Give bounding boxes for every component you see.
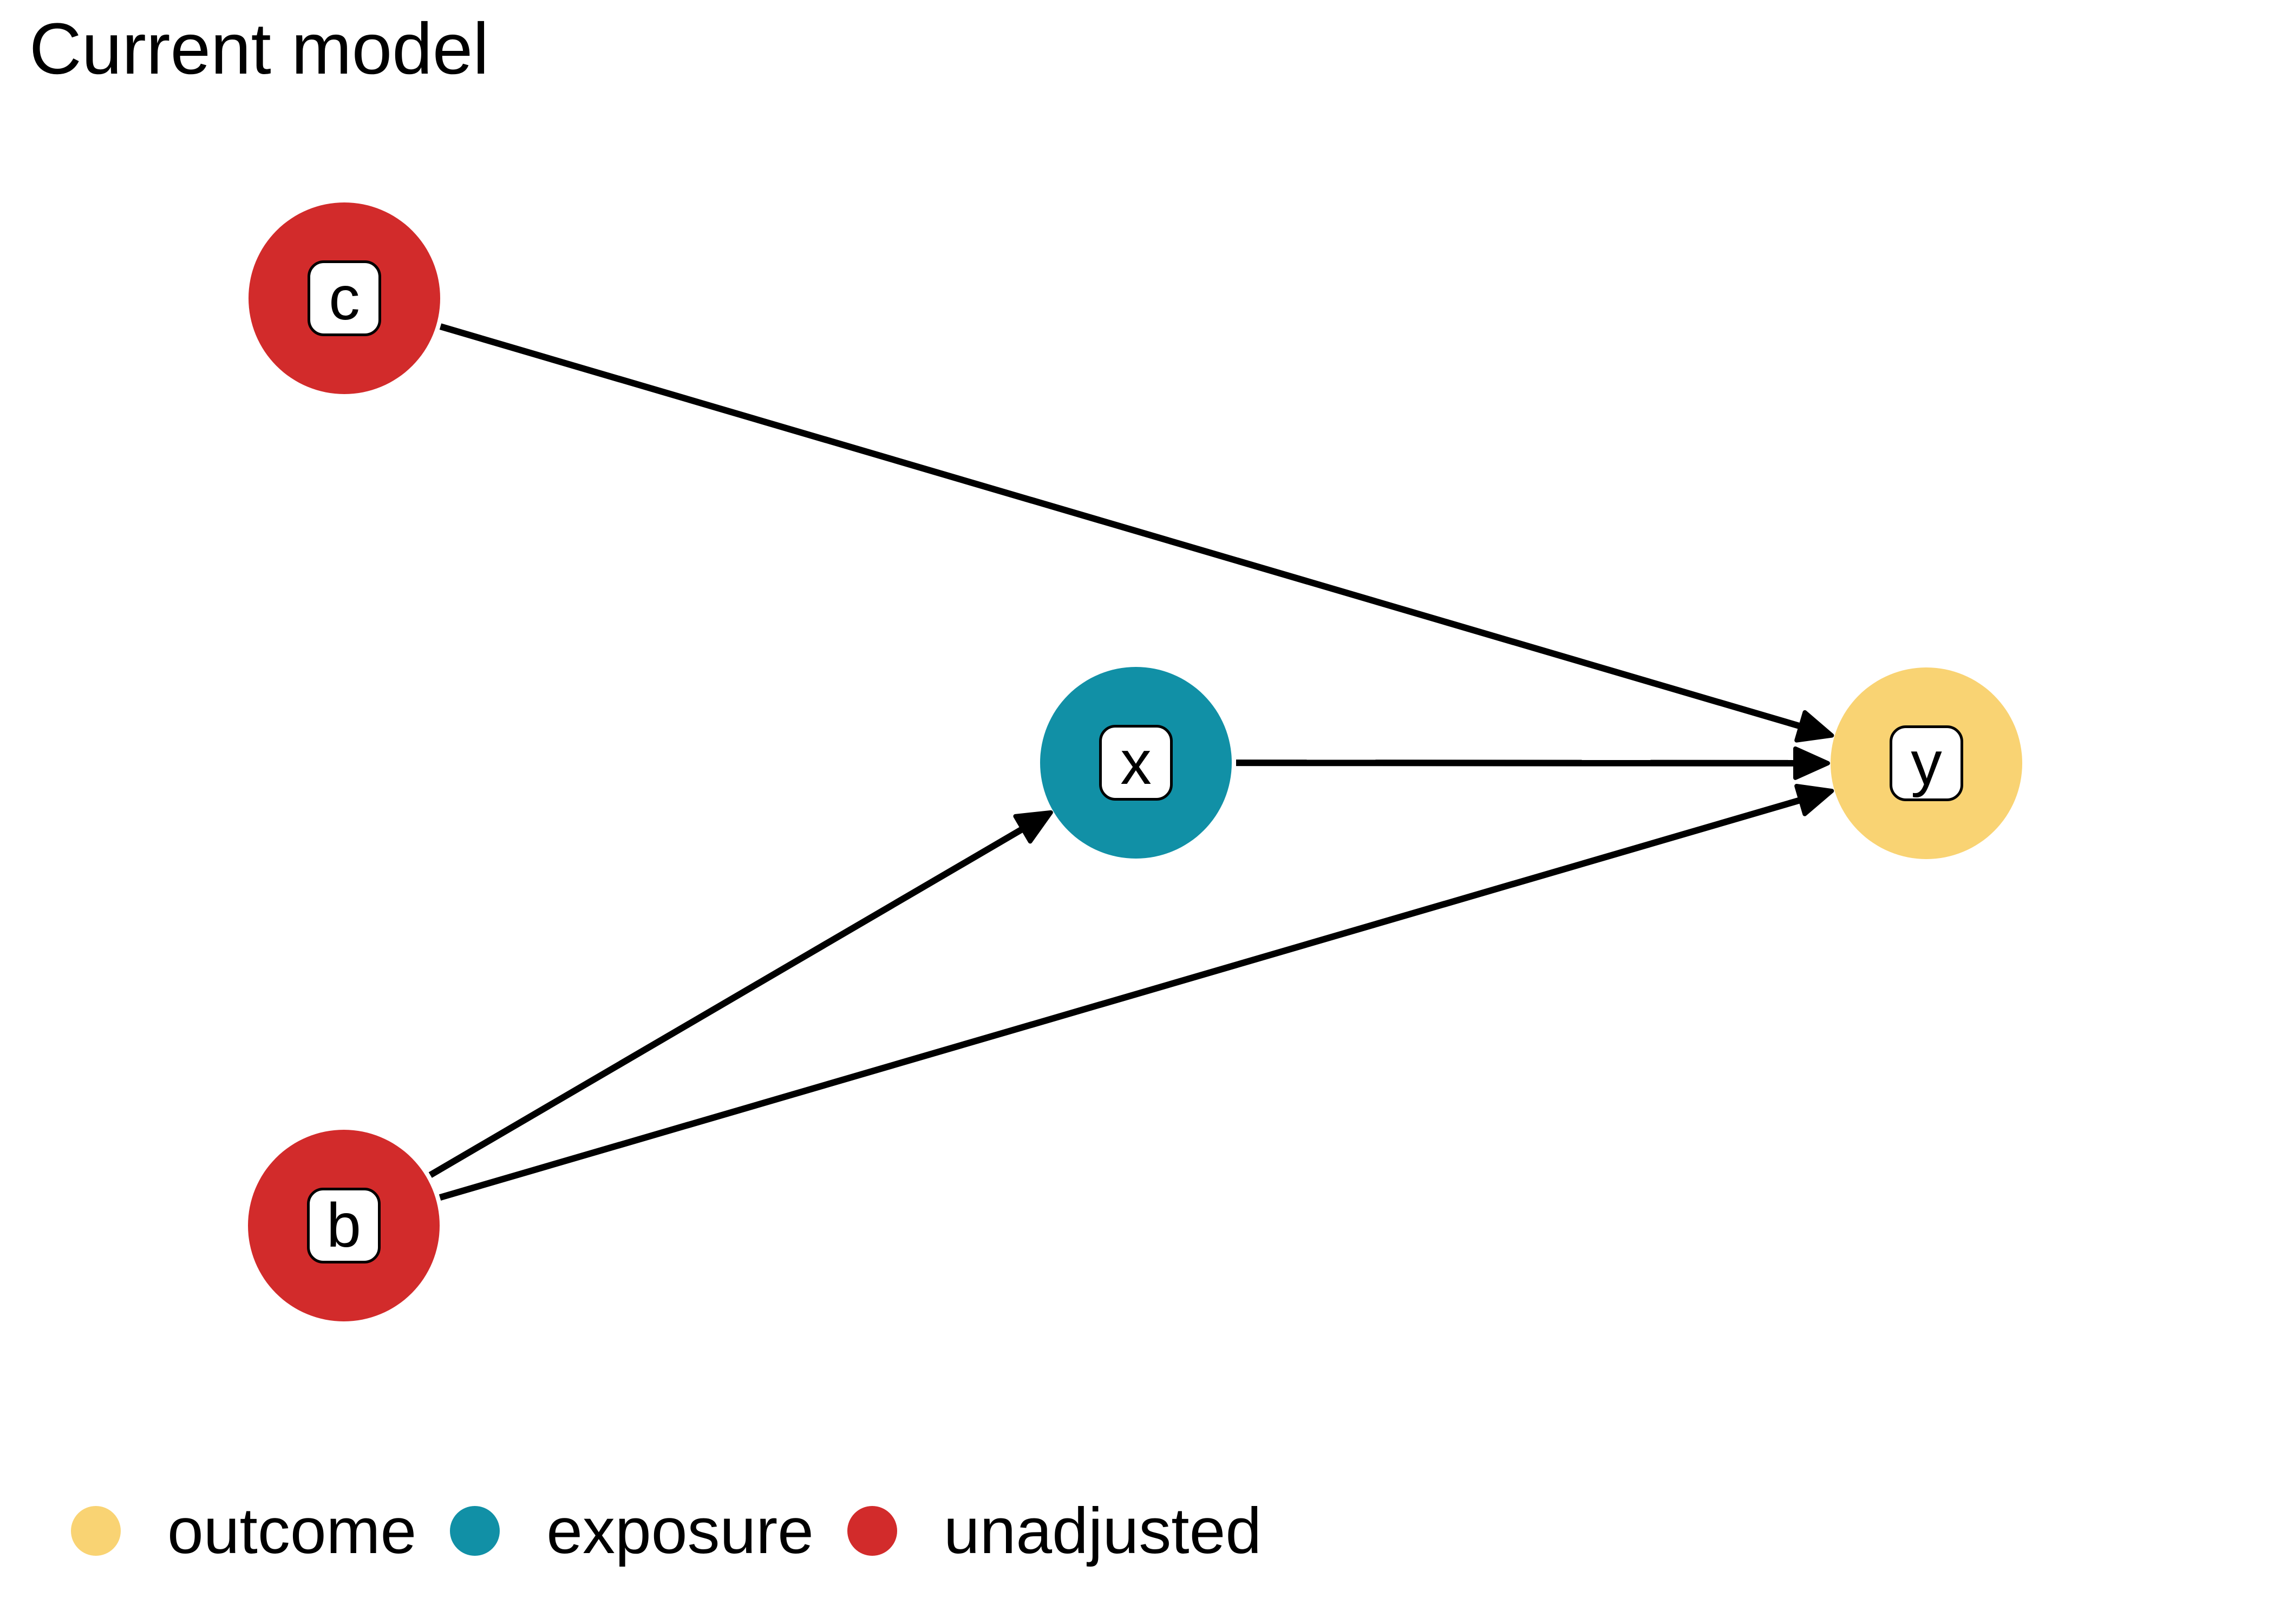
figure-title: Current model	[29, 9, 489, 89]
node-x: x	[1040, 667, 1232, 859]
legend-dot-icon	[450, 1506, 500, 1556]
legend-item-exposure: exposure	[450, 1498, 814, 1563]
node-y: y	[1831, 667, 2022, 859]
node-c: c	[249, 202, 440, 394]
legend-label: unadjusted	[943, 1495, 1262, 1567]
legend-dot-icon	[847, 1506, 897, 1556]
legend-item-unadjusted: unadjusted	[847, 1498, 1262, 1563]
legend-item-outcome: outcome	[71, 1498, 416, 1563]
node-label-y: y	[1890, 725, 1963, 801]
node-label-x: x	[1099, 725, 1173, 801]
node-label-b: b	[307, 1188, 381, 1263]
node-label-c: c	[308, 260, 381, 336]
legend-dot-icon	[71, 1506, 121, 1556]
node-b: b	[248, 1130, 440, 1321]
legend-label: outcome	[167, 1495, 417, 1567]
legend: outcome exposure unadjusted	[71, 1498, 1262, 1563]
legend-label: exposure	[546, 1495, 814, 1567]
